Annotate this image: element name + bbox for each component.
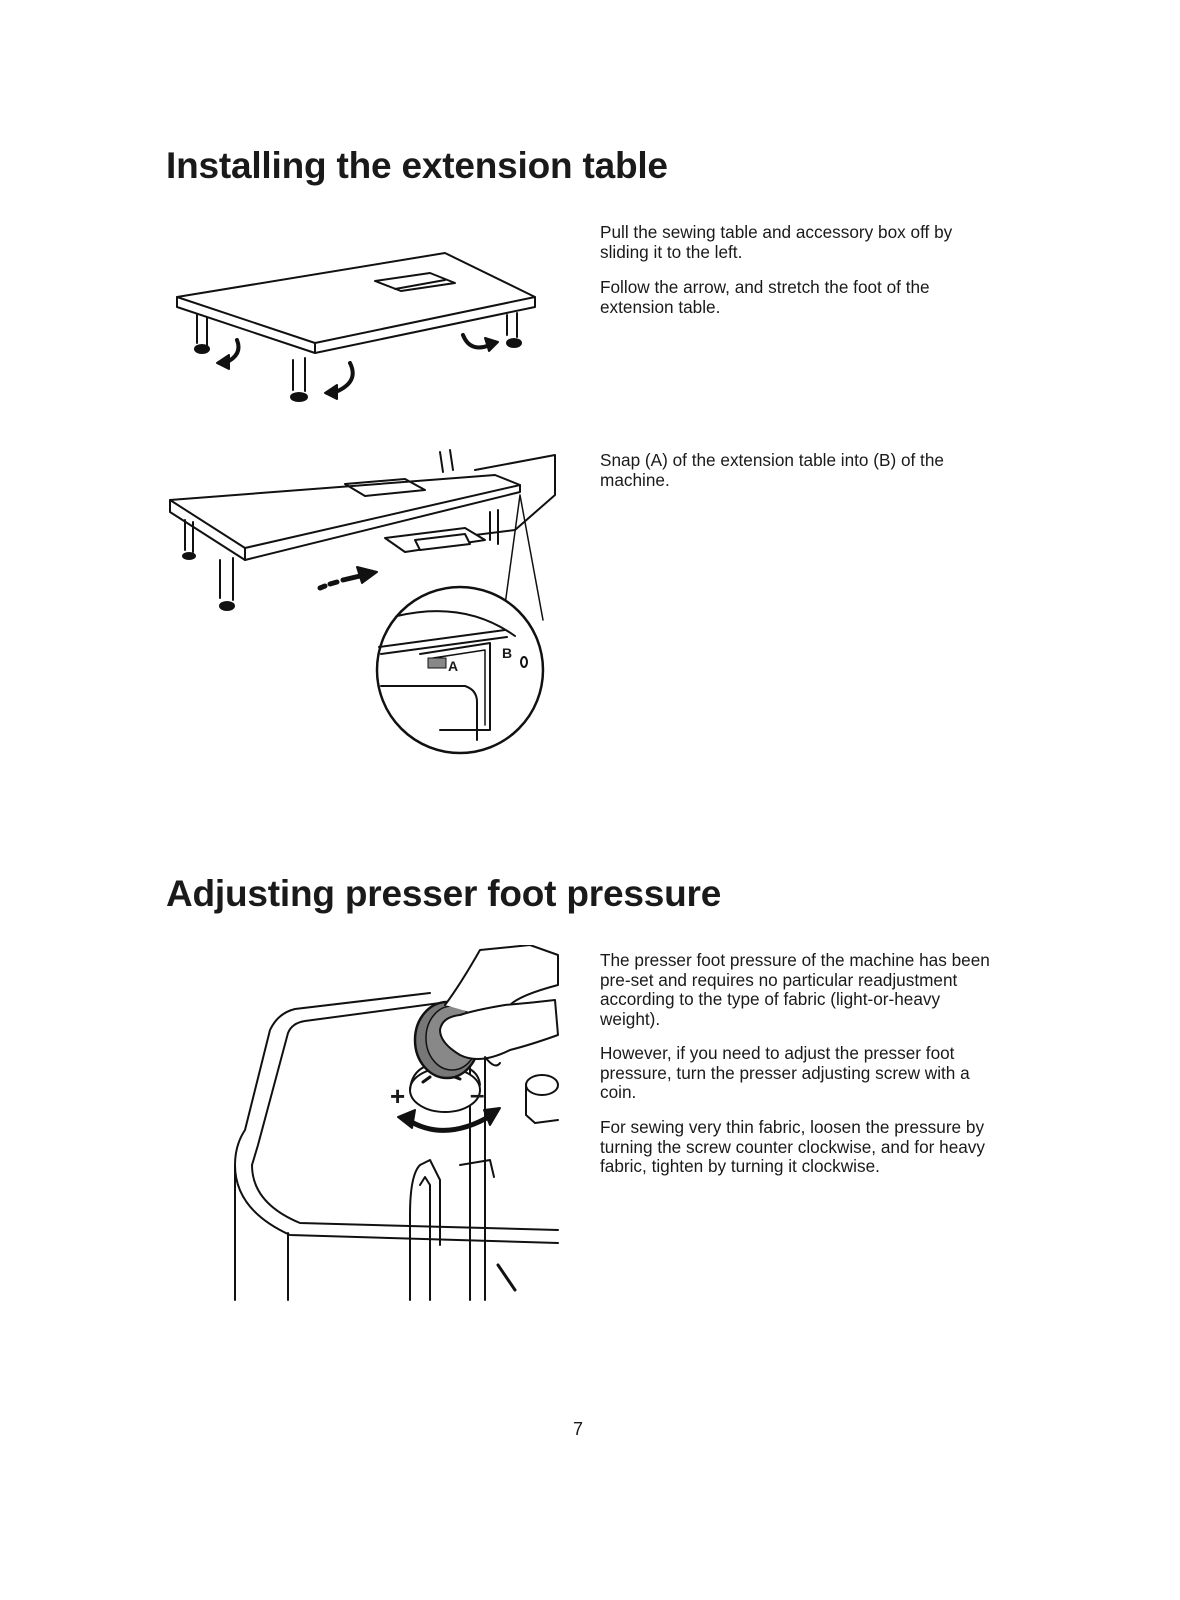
instruction-stretch-foot: Follow the arrow, and stretch the foot o… <box>600 277 930 317</box>
label-b: B <box>502 645 513 661</box>
plus-sign: + <box>390 1081 406 1111</box>
presser-adjust-text: However, if you need to adjust the press… <box>600 1043 970 1102</box>
section-heading-extension-table: Installing the extension table <box>166 145 668 186</box>
page-number: 7 <box>572 1419 583 1439</box>
extension-table-legs-figure <box>165 245 555 415</box>
presser-fabric-text: For sewing very thin fabric, loosen the … <box>600 1117 985 1176</box>
minus-sign: – <box>470 1079 485 1109</box>
section-heading-presser-foot: Adjusting presser foot pressure <box>166 873 722 914</box>
presser-intro-text: The presser foot pressure of the machine… <box>600 950 990 1029</box>
instruction-remove-table: Pull the sewing table and accessory box … <box>600 222 953 262</box>
presser-screw-figure: + – <box>230 945 560 1305</box>
attach-table-figure: A B <box>165 440 565 755</box>
instruction-snap-table: Snap (A) of the extension table into (B)… <box>600 450 944 490</box>
label-a: A <box>448 658 459 674</box>
